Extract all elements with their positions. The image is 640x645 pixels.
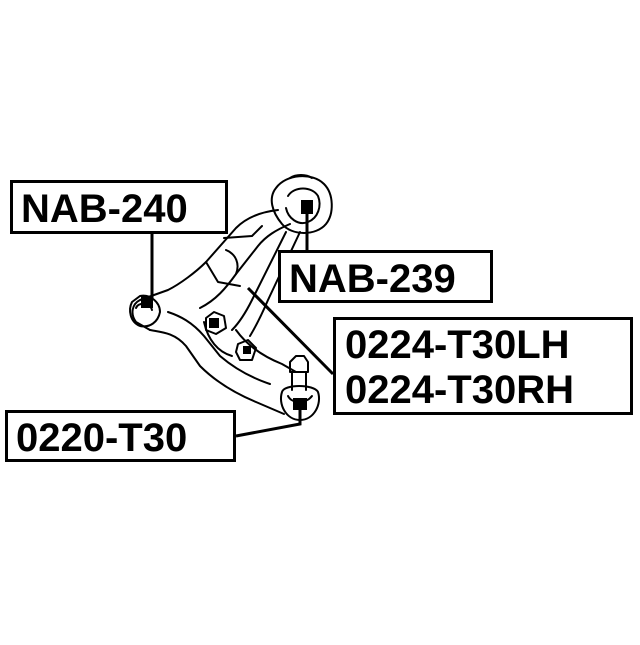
- front-bushing-insert: [141, 296, 153, 308]
- part-label-0224: 0224-T30LH 0224-T30RH: [333, 317, 633, 415]
- rear-bushing-drawing: [270, 174, 333, 234]
- control-arm-body: [131, 209, 301, 415]
- part-number-text: NAB-239: [289, 257, 456, 301]
- part-number-text-rh: 0224-T30RH: [345, 368, 575, 412]
- bracket-bolt: [209, 318, 219, 328]
- ball-joint-drawing: [280, 355, 320, 421]
- part-label-nab239: NAB-239: [278, 250, 493, 303]
- inner-bracket-drawing: [203, 311, 257, 361]
- part-label-nab240: NAB-240: [10, 180, 228, 234]
- part-number-text: NAB-240: [21, 187, 188, 231]
- rear-bushing-insert: [301, 200, 313, 214]
- part-label-0220: 0220-T30: [5, 410, 236, 462]
- part-number-text: 0220-T30: [16, 416, 188, 460]
- part-number-text-lh: 0224-T30LH: [345, 323, 570, 367]
- leader-0224: [246, 286, 335, 376]
- leader-0220: [235, 404, 302, 438]
- bracket-bolt: [243, 346, 251, 354]
